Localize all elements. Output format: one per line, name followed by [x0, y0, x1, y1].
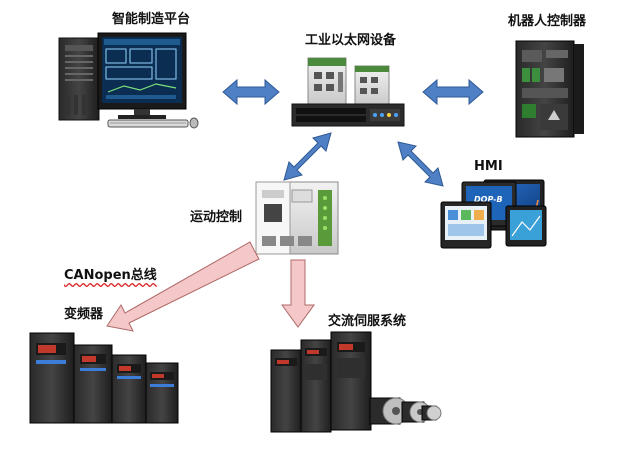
ethernet-link-switch-motion	[283, 132, 332, 181]
motion-control-label: 运动控制	[190, 210, 243, 225]
canopen-link-motion-vfd	[106, 241, 260, 332]
hmi-label: HMI	[474, 159, 503, 174]
ethernet-link-switch-robot	[422, 78, 484, 106]
touch-panel-icon: DOP-B	[440, 179, 547, 249]
servo-system-label: 交流伺服系统	[328, 314, 407, 329]
platform-label: 智能制造平台	[112, 12, 191, 27]
hmi-brand-text: DOP-B	[474, 195, 503, 204]
robot-controller-label: 机器人控制器	[508, 14, 587, 29]
servo-drive-motor-icon	[270, 331, 442, 433]
robot-controller-icon	[515, 40, 584, 138]
ethernet-link-switch-hmi	[397, 141, 444, 187]
ethernet-link-platform-switch	[222, 78, 280, 106]
canopen-bus-label: CANopen总线	[64, 268, 157, 283]
switch-label: 工业以太网设备	[305, 33, 397, 48]
ethernet-switch-icon	[291, 57, 405, 127]
canopen-link-motion-servo	[281, 259, 315, 328]
desktop-computer-icon	[58, 32, 199, 129]
frequency-inverter-icon	[29, 332, 179, 424]
vfd-label: 变频器	[64, 307, 104, 322]
motion-controller-icon	[255, 181, 339, 255]
